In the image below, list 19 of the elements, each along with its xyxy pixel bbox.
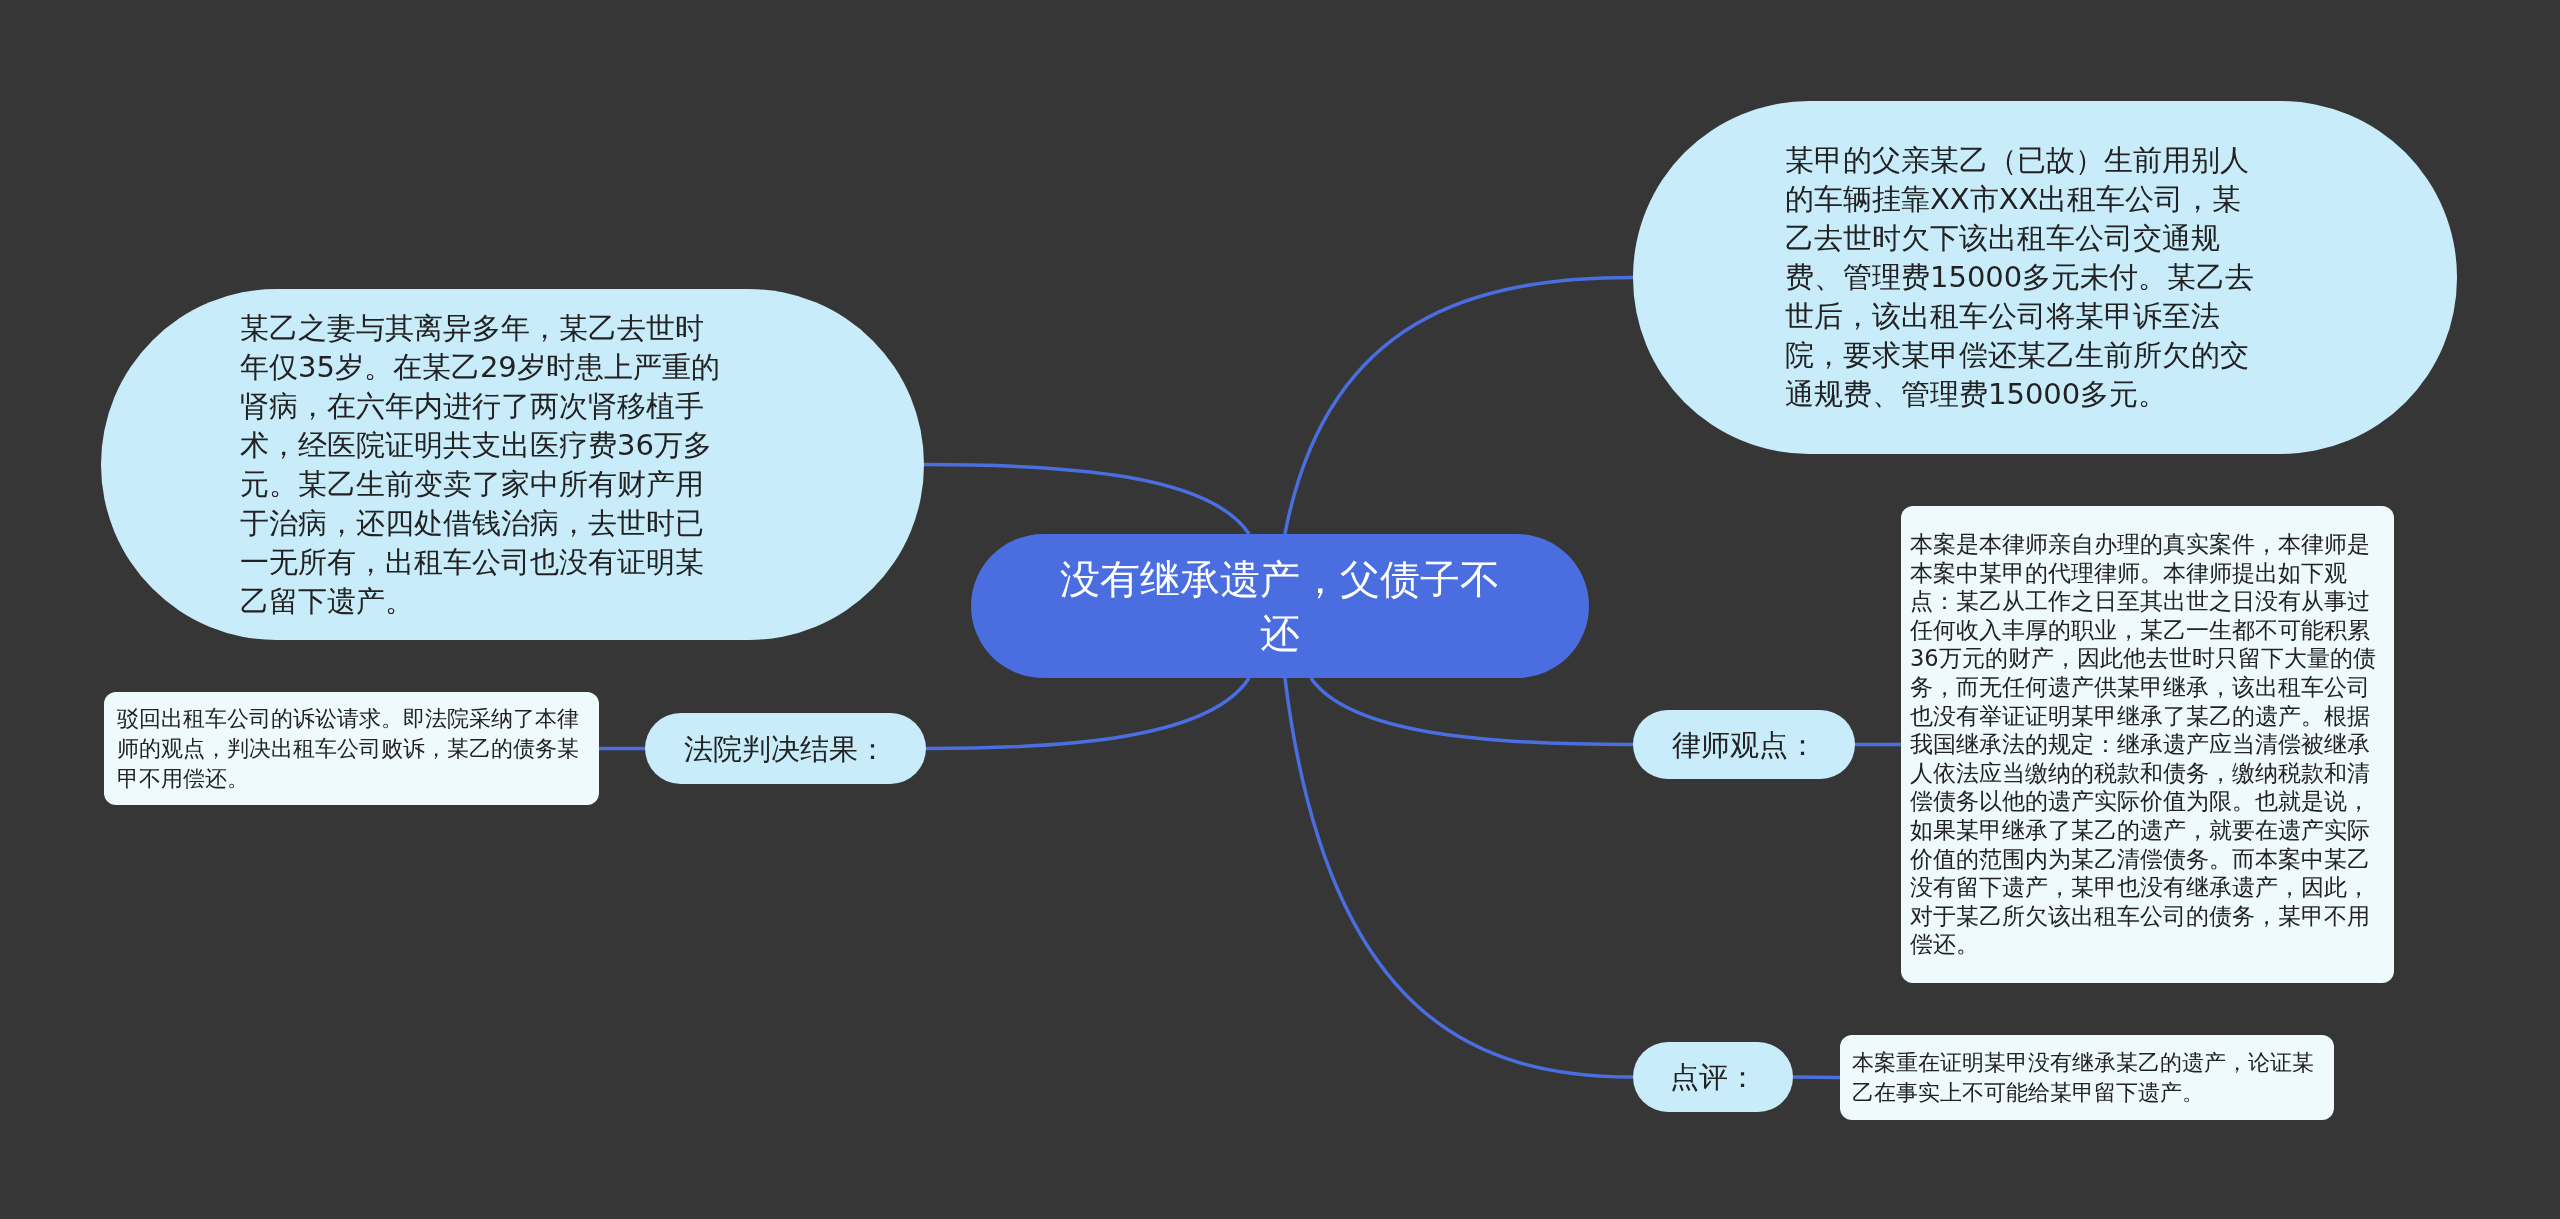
note-text: 本案是本律师亲自办理的真实案件，本律师是本案中某甲的代理律师。本律师提出如下观点：某乙从工作之日至其出世之日没有从事过任何收入丰厚的职业，某乙一生都不可能积累36万元的财产，因此他去世时只留下大量的债务，而无任何遗产供某甲继承，该出租车公司也没有举证证明某甲继承了某乙的遗产。根据我国继承法的规定：继承遗产应当清偿被继承人依法应当缴纳的税款和债务，缴纳税款和清偿债务以他的遗产实际价值为限。也就是说，如果某甲继承了某乙的遗产，就要在遗产实际价值的范围内为某乙清偿债务。而本案中某乙没有留下遗产，某甲也没有继承遗产，因此，对于某乙所欠该出租车公司的债务，某甲不用偿还。 [1910, 530, 2377, 959]
connector-line [1283, 275, 1634, 535]
connector-line [1793, 1075, 1840, 1080]
note-text: 本案重在证明某甲没有继承某乙的遗产，论证某乙在事实上不可能给某甲留下遗产。 [1852, 1048, 2315, 1107]
connector-line [926, 676, 1251, 751]
topic-text: 某甲的父亲某乙（已故）生前用别人的车辆挂靠XX市XX出租车公司，某乙去世时欠下该出租车公司交通规费、管理费15000多元未付。某乙去世后，该出租车公司将某甲诉至法院，要求某甲偿还某乙生前所欠的交通规费、管理费15000多元。 [1785, 142, 2255, 413]
topic-text: 点评： [1668, 1059, 1758, 1095]
note-card [104, 692, 599, 805]
connector-line [599, 746, 645, 751]
note-card [1840, 1035, 2334, 1120]
connector-line [1309, 676, 1633, 747]
topic-text: 某乙之妻与其离异多年，某乙去世时年仅35岁。在某乙29岁时患上严重的肾病，在六年内进行了两次肾移植手术，经医院证明共支出医疗费36万多元。某乙生前变卖了家中所有财产用于治病，还四处借钱治病，去世时已一无所有，出租车公司也没有证明某乙留下遗产。 [240, 309, 721, 620]
connector-line [1855, 742, 1901, 747]
topic-text: 法院判决结果： [683, 730, 888, 767]
topic-text: 律师观点： [1670, 726, 1818, 763]
note-text: 驳回出租车公司的诉讼请求。即法院采纳了本律师的观点，判决出租车公司败诉，某乙的债务某甲不用偿还。 [116, 704, 580, 793]
connector-line [924, 462, 1251, 536]
topic-title: 没有继承遗产，父债子不还 [1060, 555, 1500, 658]
connector-line [1283, 677, 1634, 1079]
